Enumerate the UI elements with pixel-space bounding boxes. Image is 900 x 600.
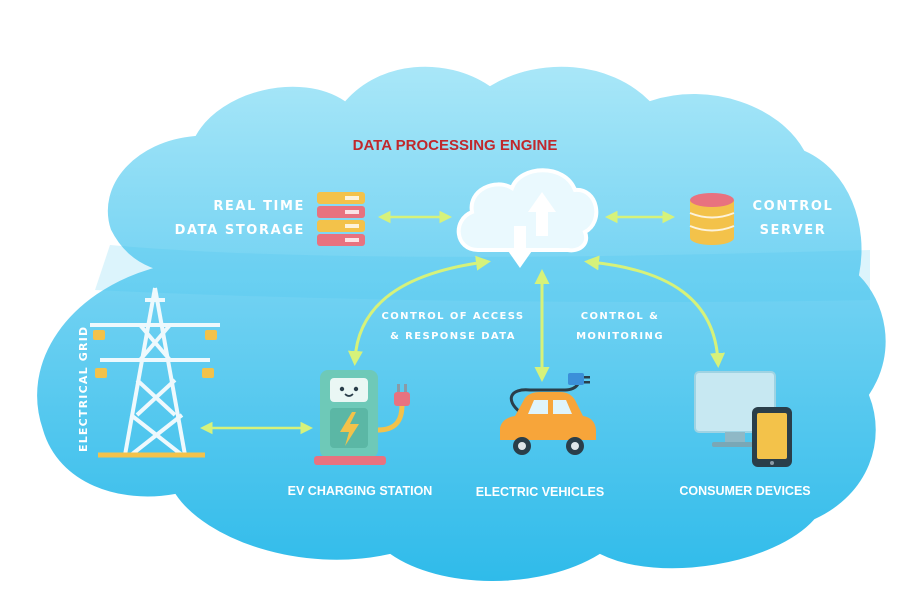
charging-station-label: EV CHARGING STATION (287, 484, 433, 498)
server-label-line2: SERVER (759, 223, 827, 238)
access-link-arrow (347, 255, 491, 366)
storage-label-line2: DATA STORAGE (174, 223, 305, 238)
monitoring-label-line1: CONTROL & (580, 311, 660, 322)
devices-icon (694, 371, 792, 467)
server-label-line1: CONTROL (752, 199, 834, 214)
electric-vehicles-label: ELECTRIC VEHICLES (475, 485, 605, 499)
storage-label-line1: REAL TIME (213, 199, 305, 214)
electric-car-icon (500, 373, 596, 455)
monitoring-label-line2: MONITORING (576, 331, 664, 342)
insulator-icons (93, 330, 217, 378)
monitoring-link-arrow (584, 255, 726, 368)
cloud-upload-download-icon (456, 168, 599, 268)
grid-label: ELECTRICAL GRID (77, 325, 90, 452)
access-label-line1: CONTROL OF ACCESS (381, 311, 525, 322)
consumer-devices-label: CONSUMER DEVICES (679, 484, 811, 498)
diagram-title: DATA PROCESSING ENGINE (352, 137, 558, 154)
storage-icon (317, 192, 365, 246)
charging-station-icon (314, 370, 410, 465)
database-icon (689, 193, 735, 245)
access-label-line2: & RESPONSE DATA (390, 331, 516, 342)
transmission-tower-icon (90, 287, 220, 458)
